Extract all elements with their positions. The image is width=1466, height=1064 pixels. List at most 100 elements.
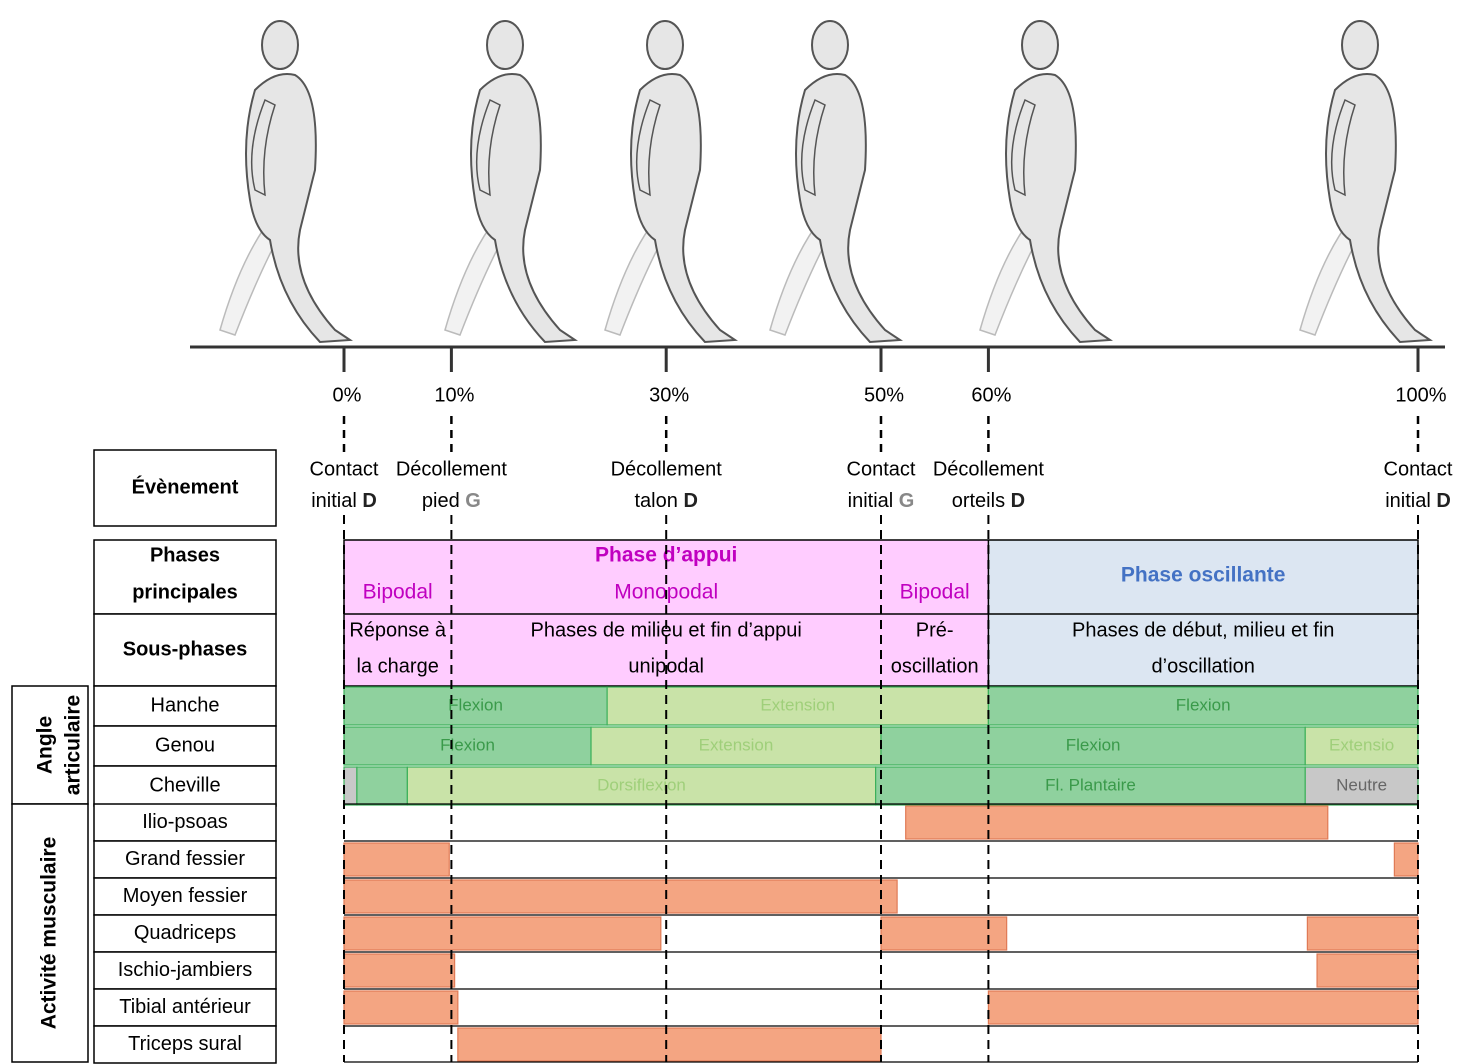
walking-figure bbox=[604, 20, 739, 344]
muscle-name: Ischio-jambiers bbox=[118, 959, 252, 981]
body-shape bbox=[795, 73, 904, 344]
head-shape bbox=[1021, 20, 1059, 70]
timeline-tick-label: 60% bbox=[971, 384, 1011, 406]
event-line2: initial G bbox=[848, 490, 915, 512]
joint-name: Cheville bbox=[149, 774, 220, 796]
muscle-activity-bar bbox=[905, 805, 1329, 840]
joint-label-cell bbox=[93, 685, 277, 727]
arm-shape bbox=[800, 98, 826, 197]
phase-oscillante-bg bbox=[988, 540, 1418, 686]
muscle-activity-bar bbox=[343, 916, 662, 951]
event-side: D bbox=[683, 490, 697, 512]
muscle-activity-bar bbox=[343, 990, 459, 1025]
phase-oscillante-title: Phase oscillante bbox=[1121, 564, 1286, 587]
walking-figure bbox=[444, 20, 579, 344]
event-line2-text: initial bbox=[848, 490, 899, 512]
walking-figure bbox=[1299, 20, 1434, 344]
label-activite: Activité musculaire bbox=[38, 837, 61, 1030]
joint-segment bbox=[590, 726, 882, 766]
event-side: G bbox=[465, 490, 481, 512]
muscle-name: Grand fessier bbox=[125, 848, 245, 870]
muscle-activity-bar bbox=[343, 879, 898, 914]
event-line1: Contact bbox=[310, 458, 379, 480]
arm-shape bbox=[475, 98, 501, 197]
event-line2-text: orteils bbox=[952, 490, 1011, 512]
body-shape bbox=[1005, 73, 1114, 344]
event-line2-text: initial bbox=[1385, 490, 1436, 512]
guide-lines bbox=[342, 416, 1420, 1062]
sous-phases: Réponse à la charge Phases de milieu et fi… bbox=[349, 619, 1334, 677]
muscle-activity-bar bbox=[343, 953, 456, 988]
event-line1: Contact bbox=[1384, 458, 1453, 480]
joint-label-cell bbox=[93, 765, 277, 807]
joint-label-cell bbox=[93, 725, 277, 767]
joint-name: Genou bbox=[155, 734, 215, 756]
muscle-name: Moyen fessier bbox=[123, 885, 248, 907]
joint-segment bbox=[987, 686, 1419, 726]
arm-shape bbox=[250, 98, 276, 197]
label-phases-2: principales bbox=[132, 581, 238, 603]
joint-segment bbox=[343, 686, 608, 726]
joint-segment-label: Flexion bbox=[1176, 695, 1231, 714]
label-phases-1: Phases bbox=[150, 544, 220, 566]
event-side: G bbox=[899, 490, 915, 512]
body-shape bbox=[1325, 73, 1434, 344]
arm-shape bbox=[1010, 98, 1036, 197]
sous-phase-line1: Réponse à bbox=[349, 619, 447, 641]
walking-figures bbox=[219, 20, 1434, 344]
timeline-tick-label: 100% bbox=[1395, 384, 1446, 406]
sous-phase-line2: oscillation bbox=[891, 655, 979, 677]
muscle-name: Quadriceps bbox=[134, 922, 236, 944]
timeline-ticks: 0%10%30%50%60%100% bbox=[333, 347, 1447, 406]
joint-segment-label: Fl. Plantaire bbox=[1045, 775, 1136, 794]
joint-segment bbox=[406, 766, 877, 806]
muscle-activity-bar bbox=[457, 1027, 882, 1062]
head-shape bbox=[1341, 20, 1379, 70]
event-line2: pied G bbox=[422, 490, 481, 512]
event-side: D bbox=[1436, 490, 1450, 512]
joint-segment-label: Extension bbox=[699, 735, 774, 754]
event-line2: initial D bbox=[1385, 490, 1451, 512]
sous-phase-line2: la charge bbox=[357, 655, 439, 677]
event-line1: Contact bbox=[847, 458, 916, 480]
muscle-label-cell bbox=[93, 1025, 277, 1064]
event-line2: talon D bbox=[635, 490, 698, 512]
walking-figure bbox=[769, 20, 904, 344]
walking-figure bbox=[219, 20, 354, 344]
event-line1: Décollement bbox=[396, 458, 508, 480]
muscle-activity-bar bbox=[1306, 916, 1419, 951]
body-shape bbox=[245, 73, 354, 344]
muscle-name: Triceps sural bbox=[128, 1033, 242, 1055]
walking-figure bbox=[979, 20, 1114, 344]
head-shape bbox=[486, 20, 524, 70]
arm-shape bbox=[635, 98, 661, 197]
muscle-label-cell bbox=[93, 877, 277, 916]
joint-segment-label: Flexion bbox=[440, 735, 495, 754]
joint-segment-label: Extensio bbox=[1329, 735, 1394, 754]
timeline-tick-label: 50% bbox=[864, 384, 904, 406]
sous-phase-line1: Pré- bbox=[916, 619, 954, 641]
body-shape bbox=[470, 73, 579, 344]
head-shape bbox=[646, 20, 684, 70]
arm-shape bbox=[1330, 98, 1356, 197]
joint-segment bbox=[1304, 766, 1419, 806]
muscle-label-cell bbox=[93, 951, 277, 990]
joint-segment-label: Flexion bbox=[1066, 735, 1121, 754]
muscle-activity-bar bbox=[343, 842, 450, 877]
event-line2-text: pied bbox=[422, 490, 465, 512]
body-shape bbox=[630, 73, 739, 344]
sous-phase-line1: Phases de milieu et fin d’appui bbox=[531, 619, 802, 641]
timeline-tick-label: 10% bbox=[434, 384, 474, 406]
phase-bipodal-2: Bipodal bbox=[900, 581, 970, 604]
event-side: D bbox=[362, 490, 376, 512]
muscle-label-cell bbox=[93, 988, 277, 1027]
muscle-name: Tibial antérieur bbox=[119, 996, 251, 1018]
muscle-name: Ilio-psoas bbox=[142, 811, 228, 833]
event-line2: orteils D bbox=[952, 490, 1025, 512]
label-angle-1: Angle bbox=[34, 716, 57, 774]
joint-segment-label: Flexion bbox=[448, 695, 503, 714]
event-line2-text: talon bbox=[635, 490, 684, 512]
head-shape bbox=[811, 20, 849, 70]
